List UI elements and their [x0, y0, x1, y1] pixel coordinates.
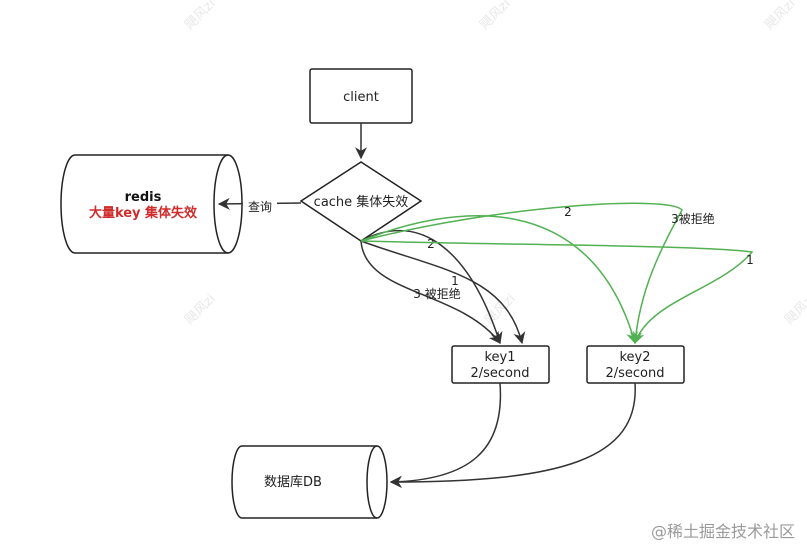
key2-label: key2 [619, 350, 650, 365]
redis-subtitle: 大量key 集体失效 [89, 205, 198, 221]
redis-cylinder-face [213, 154, 229, 254]
cache-label: cache 集体失效 [314, 194, 409, 210]
edge-green-request-1 [360, 240, 754, 345]
client-label: client [343, 90, 379, 105]
edge-key1-to-db [389, 382, 502, 488]
query-label: 查询 [248, 200, 272, 214]
edge-label-bg [243, 198, 277, 214]
watermark-text: 飓风zi [477, 0, 513, 33]
watermark-text: 飓风zi [182, 291, 218, 327]
edge-green-request-2 [360, 215, 638, 345]
edge-black-request-1 [360, 240, 526, 345]
redis-node: redis 大量key 集体失效 [60, 154, 243, 254]
db-label: 数据库DB [264, 474, 322, 490]
green-request-edges: 2 3被拒绝 1 [360, 202, 754, 345]
footer-watermark: @稀土掘金技术社区 [651, 522, 795, 541]
key1-rate: 2/second [470, 366, 529, 381]
watermark-text: 飓风zi [782, 291, 807, 327]
db-node: 数据库DB [231, 445, 388, 519]
watermark-layer: 飓风zi 飓风zi 飓风zi 飓风zi 飓风zi 飓风zi [182, 0, 807, 328]
redis-title: redis [125, 190, 162, 205]
db-cylinder-face [366, 445, 378, 519]
black-label-2: 2 [427, 237, 435, 251]
edge-key2-to-db [389, 382, 636, 488]
cache-node: cache 集体失效 [299, 161, 423, 242]
key2-rate: 2/second [605, 366, 664, 381]
edge-black-request-3 [360, 240, 501, 344]
black-label-1: 1 [451, 274, 459, 288]
black-request-edges: 2 1 3 被拒绝 [360, 230, 526, 345]
green-label-1: 1 [746, 253, 754, 267]
green-label-2: 2 [564, 205, 572, 219]
black-label-3: 3 被拒绝 [413, 286, 460, 301]
key1-node: key1 2/second [451, 345, 550, 384]
edge-green-request-3 [360, 202, 683, 345]
key1-label: key1 [484, 350, 515, 365]
key2-node: key2 2/second [586, 345, 685, 384]
green-label-3: 3被拒绝 [671, 211, 715, 226]
watermark-text: 飓风zi [182, 0, 218, 33]
client-node: client [309, 68, 413, 124]
watermark-text: 飓风zi [762, 0, 798, 33]
